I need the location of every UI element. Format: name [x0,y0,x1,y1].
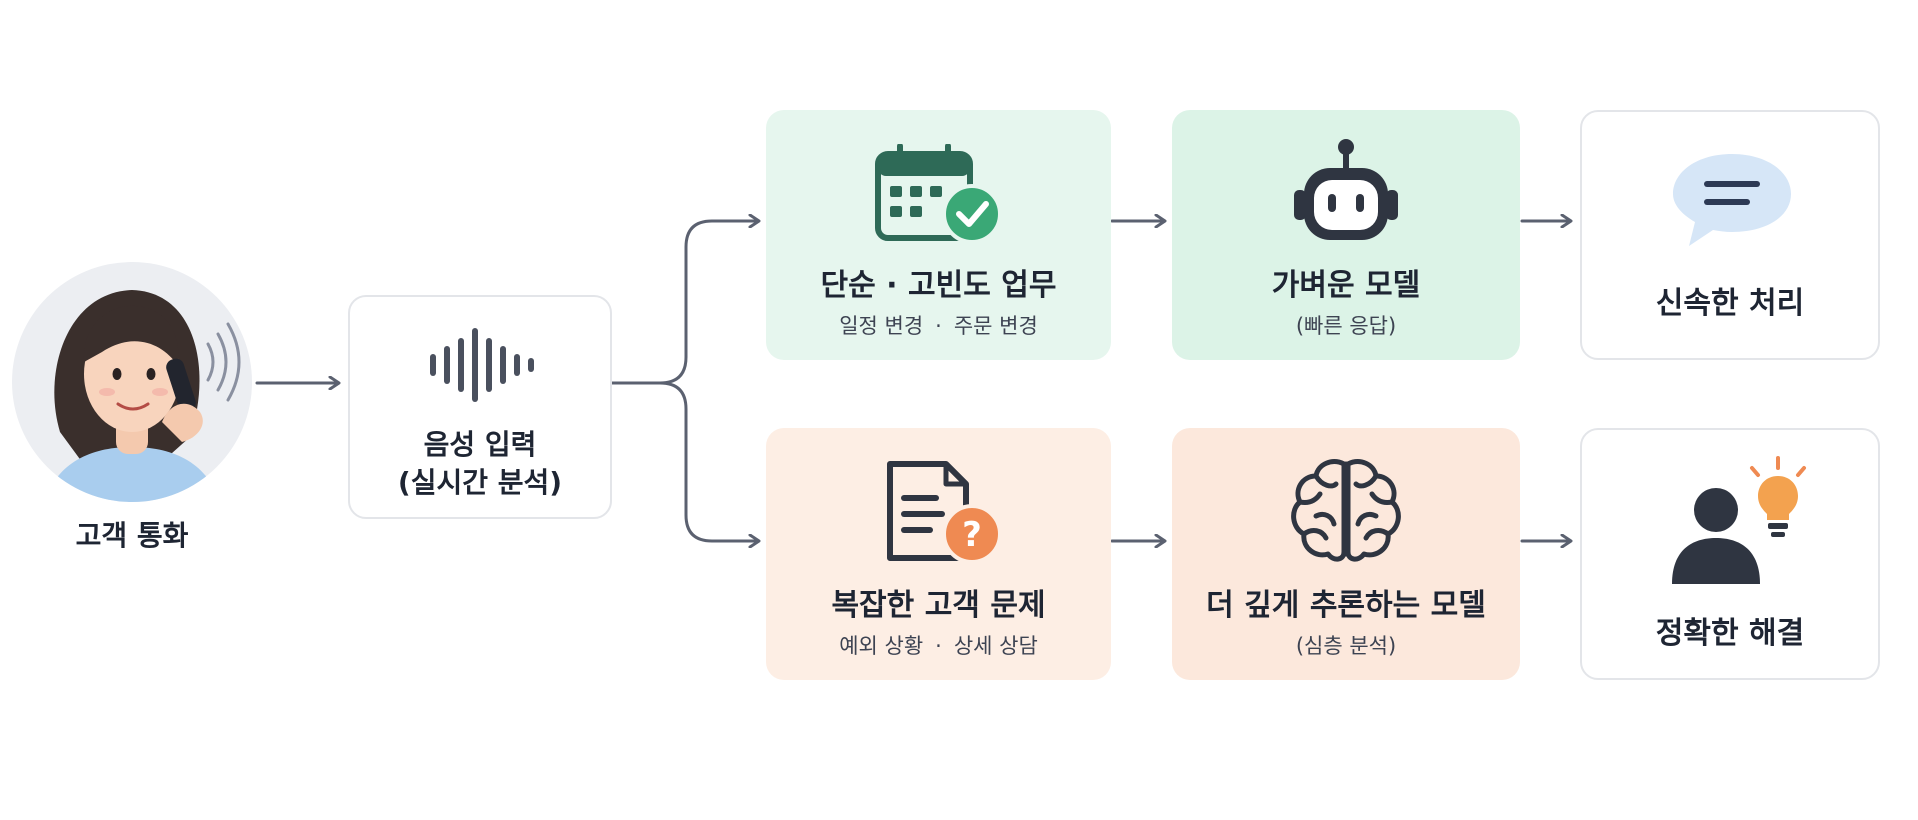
light-model-node: 가벼운 모델 (빠른 응답) [1172,110,1520,360]
robot-icon [1294,139,1398,240]
complex-task-example-2: 상세 상담 [953,634,1038,658]
simple-task-title: 단순 · 고빈도 업무 [820,268,1057,303]
chat-bubble-icon [1673,154,1791,246]
complex-task-title: 복잡한 고객 문제 [831,588,1046,623]
light-model-subtitle: (빠른 응답) [1295,314,1397,338]
accurate-result-title: 정확한 해결 [1655,616,1805,651]
simple-task-node: 단순 · 고빈도 업무 일정 변경 · 주문 변경 [766,110,1111,360]
arrow-voice-split-upper [610,221,758,385]
customer-node: 고객 통화 [12,262,252,552]
document-question-icon: ? [887,461,1002,564]
accurate-result-node: 정확한 해결 [1580,428,1880,680]
simple-task-example-1: 일정 변경 [839,314,924,338]
deep-model-subtitle: (심층 분석) [1295,634,1397,658]
person-lightbulb-icon [1672,456,1806,584]
arrow-voice-split-lower [658,381,758,541]
simple-task-example-2: 주문 변경 [953,314,1038,338]
fast-result-node: 신속한 처리 [1580,110,1880,360]
light-model-title: 가벼운 모델 [1271,268,1421,303]
complex-task-example-1: 예외 상황 [839,634,924,658]
deep-model-title: 더 깊게 추론하는 모델 [1206,588,1486,623]
deep-model-node: 더 깊게 추론하는 모델 (심층 분석) [1172,428,1520,680]
voice-input-title: 음성 입력 [423,428,537,461]
customer-label: 고객 통화 [75,519,189,552]
complex-task-node: ? 복잡한 고객 문제 예외 상황 · 상세 상담 [766,428,1111,680]
voice-input-node: 음성 입력 (실시간 분석) [348,295,612,519]
complex-task-examples: 예외 상황 · 상세 상담 [766,630,1111,660]
sound-wave-icon [430,328,534,402]
simple-task-examples: 일정 변경 · 주문 변경 [766,310,1111,340]
svg-text:?: ? [962,515,982,555]
brain-icon [1291,459,1401,562]
voice-input-subtitle: (실시간 분석) [397,466,563,499]
calendar-check-icon [875,144,1002,244]
separator-dot: · [935,634,942,658]
customer-phone-icon [12,262,252,502]
separator-dot: · [935,314,942,338]
fast-result-title: 신속한 처리 [1655,286,1805,321]
